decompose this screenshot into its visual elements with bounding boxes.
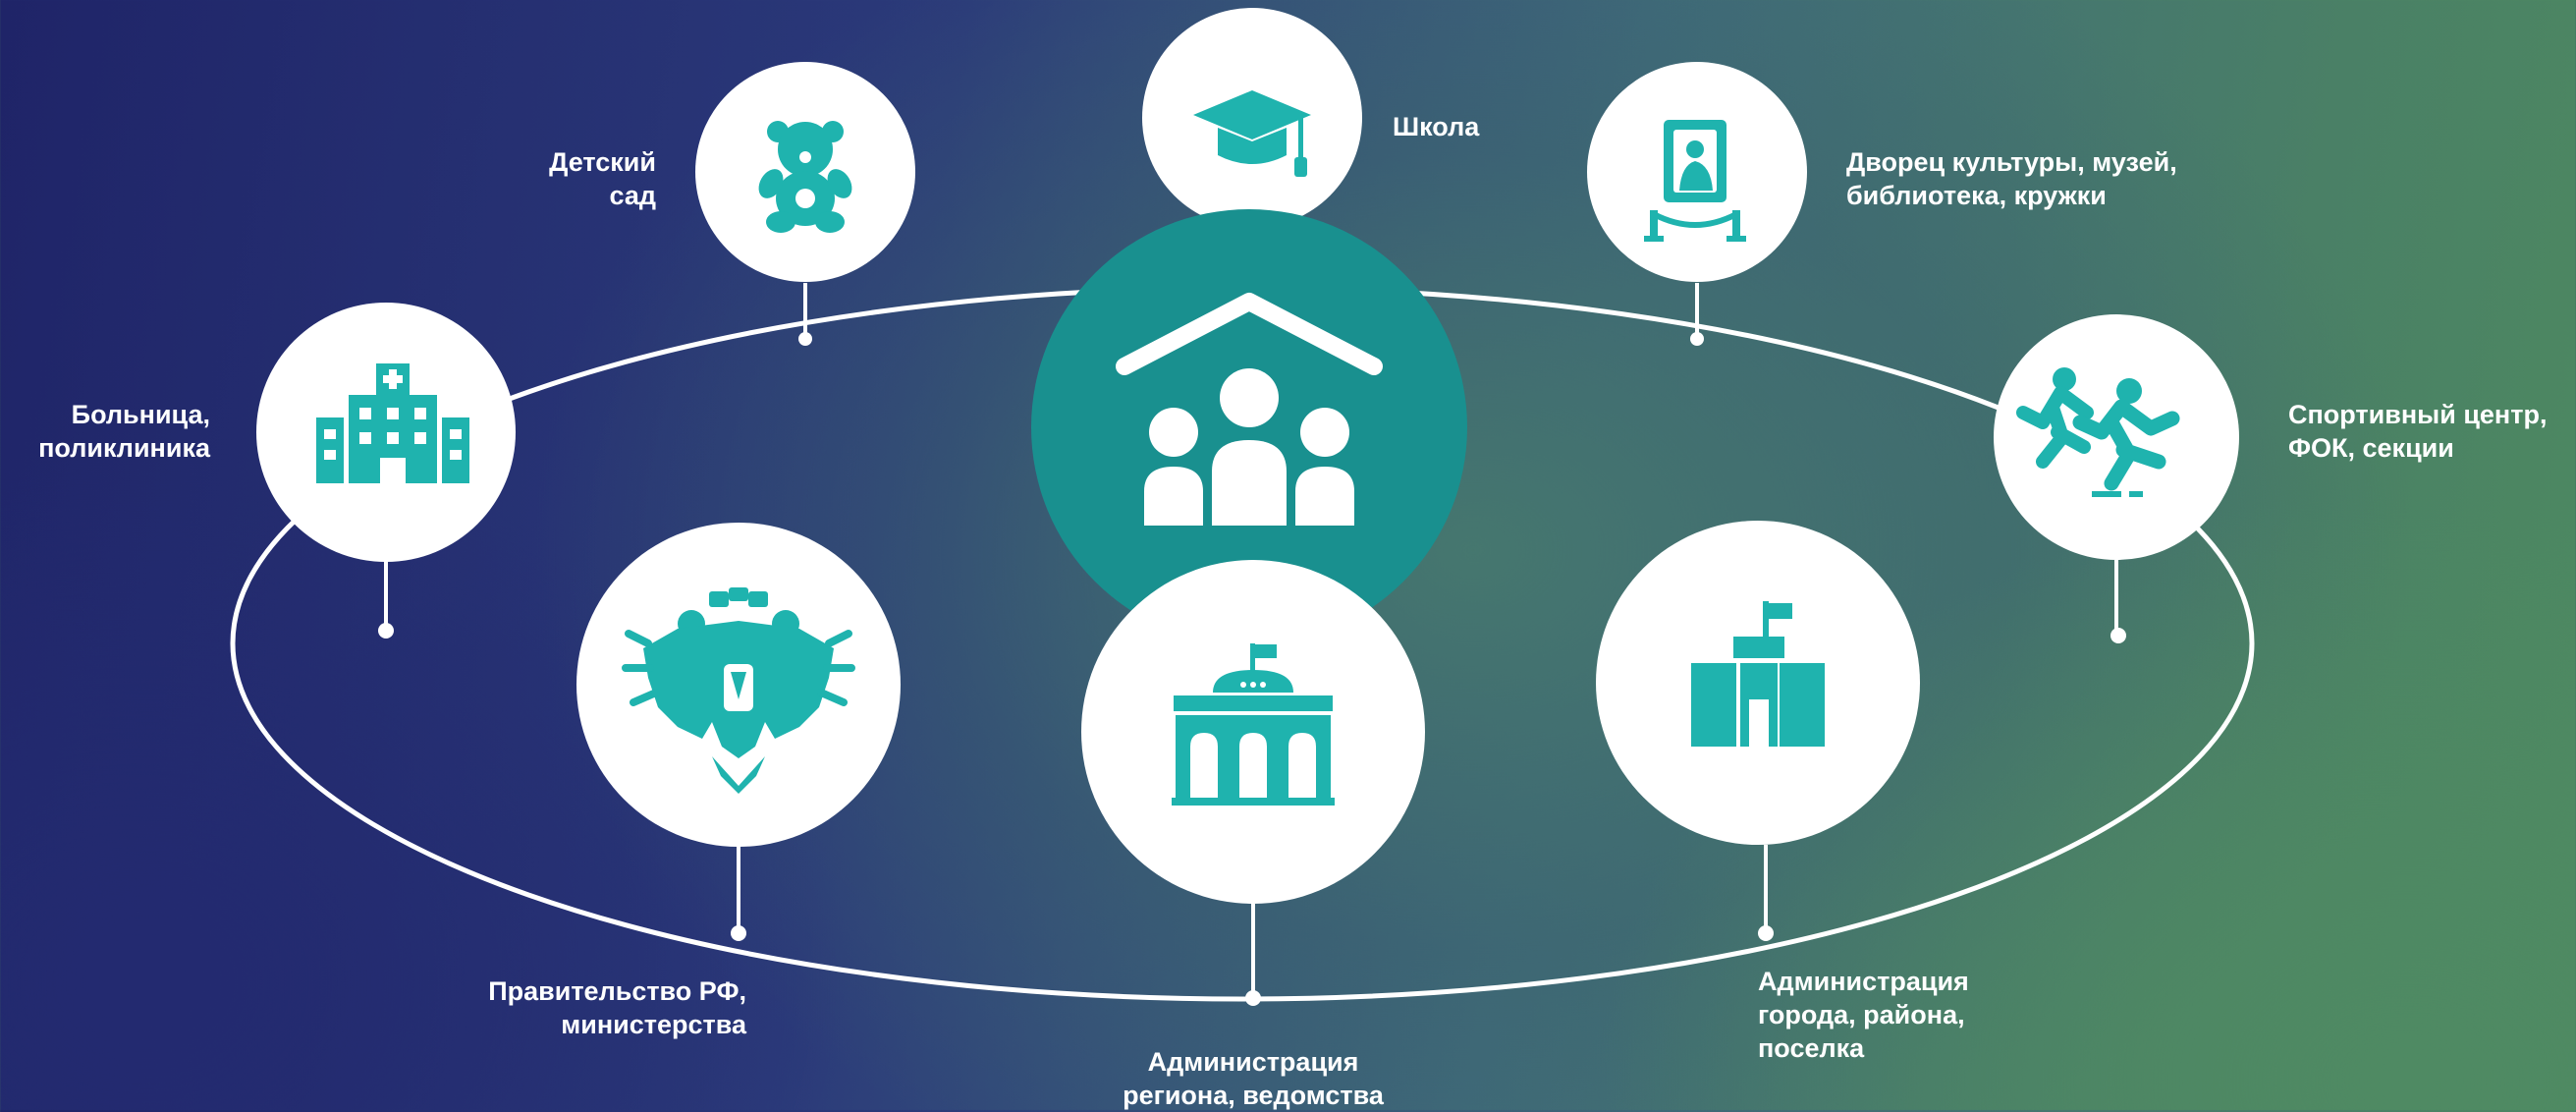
node-government [576,523,901,847]
node-kindergarten [695,62,915,282]
people-under-roof-icon [1116,293,1383,526]
node-region [1081,560,1425,904]
label-school: Школа [1393,112,1480,141]
label-government: Правительство РФ, министерства [488,976,746,1039]
hospital-building-icon [316,363,469,483]
label-kindergarten: Детский сад [549,147,656,210]
connector-lines [384,283,2118,996]
running-person-icon [2016,367,2180,497]
node-hospital [256,303,516,562]
node-school [1142,8,1362,228]
node-culture [1587,62,1807,282]
node-city [1596,521,1920,845]
label-hospital: Больница, поликлиника [38,400,210,463]
graduation-cap-icon [1193,90,1311,177]
teddy-bear-icon [758,121,852,233]
label-city: Администрация города, района, поселка [1758,967,1969,1063]
label-sport: Спортивный центр, ФОК, секции [2288,400,2548,463]
junction-dots [378,332,2126,1006]
node-sport [1994,314,2239,560]
museum-painting-icon [1644,120,1746,242]
hub [1031,209,1467,645]
double-headed-eagle-icon [622,587,855,794]
government-building-icon [1172,643,1335,806]
label-culture: Дворец культуры, музей, библиотека, круж… [1846,147,2177,210]
label-region: Администрация региона, ведомства [1123,1047,1384,1110]
city-hall-icon [1691,601,1825,747]
